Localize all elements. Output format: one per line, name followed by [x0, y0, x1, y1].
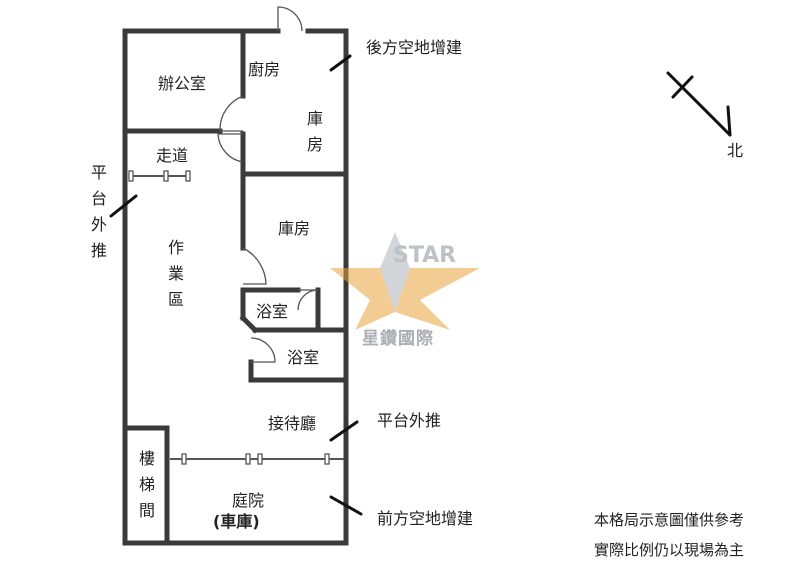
annotation-platform-right: 平台外推 — [377, 411, 442, 430]
door-bath2 — [250, 337, 276, 363]
rail-post — [128, 170, 134, 182]
annotation-front-extension: 前方空地增建 — [377, 509, 474, 528]
watermark-logo-icon: STAR — [330, 232, 480, 330]
room-bath-1: 浴室 — [256, 302, 289, 321]
annotation-platform-left: 平台外推 — [90, 163, 107, 260]
rail-post — [324, 453, 330, 465]
pointer-platform-right — [329, 420, 359, 442]
pointer-platform-left — [109, 194, 138, 218]
room-kitchen: 廚房 — [248, 60, 281, 79]
compass-north-label: 北 — [727, 141, 744, 160]
disclaimer-line-2: 實際比例仍以現場為主 — [594, 541, 745, 559]
room-work-area: 作業區 — [167, 238, 184, 309]
svg-text:STAR: STAR — [393, 243, 456, 268]
pointer-rear-extension — [329, 54, 352, 72]
door-office — [219, 95, 244, 132]
room-courtyard: 庭院 — [232, 491, 265, 510]
watermark-text: 星鑽國際 — [362, 329, 434, 349]
disclaimer-line-1: 本格局示意圖僅供參考 — [594, 511, 745, 529]
room-storage-mid: 庫房 — [278, 219, 311, 238]
room-office: 辦公室 — [158, 74, 207, 93]
pointer-front-extension — [329, 495, 363, 516]
door-storage — [242, 247, 267, 285]
annotation-rear-extension: 後方空地增建 — [366, 38, 463, 57]
rail-post — [181, 453, 187, 465]
room-bath-2: 浴室 — [287, 348, 320, 367]
rail-post — [185, 170, 191, 182]
door-kitchen — [217, 133, 244, 163]
rail-post — [257, 453, 263, 465]
door-top — [277, 6, 303, 32]
room-stairs: 樓梯間 — [138, 449, 155, 520]
room-courtyard-garage: (車庫) — [213, 512, 260, 531]
room-corridor: 走道 — [156, 146, 189, 165]
rail-post — [245, 453, 251, 465]
rail-post — [163, 170, 169, 182]
room-storage-top: 庫房 — [306, 109, 323, 154]
north-arrow-icon — [666, 71, 732, 137]
room-reception: 接待廳 — [268, 414, 317, 433]
door-bath — [297, 289, 319, 311]
